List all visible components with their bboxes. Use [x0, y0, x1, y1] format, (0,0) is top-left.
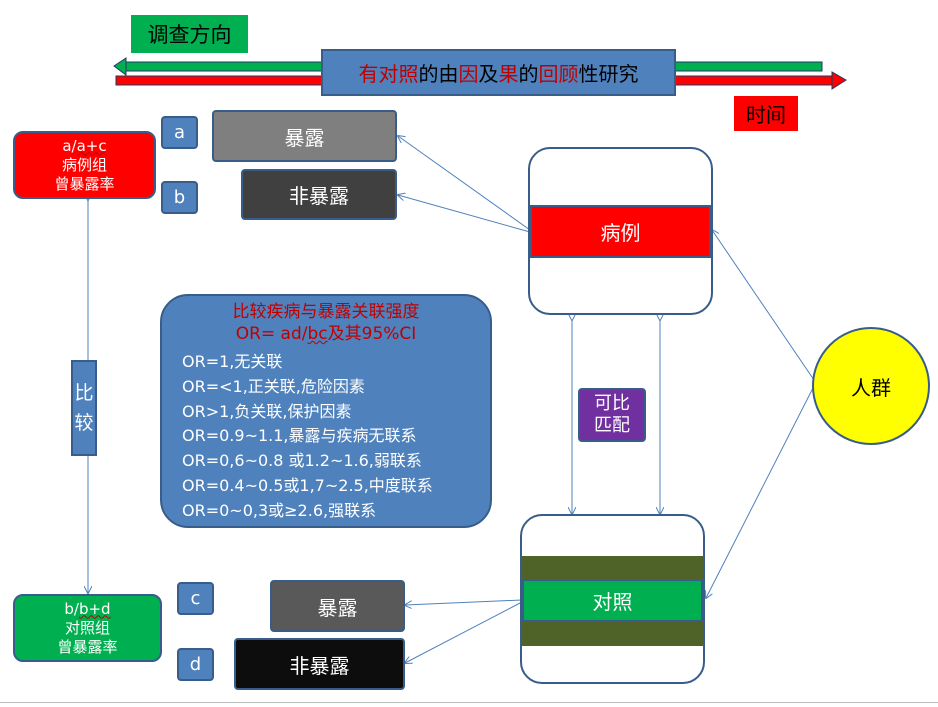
- or-formula-prefix: OR=: [235, 324, 281, 344]
- match-line-1: 可比: [594, 393, 630, 414]
- or-line: OR=0,6~0.8 或1.2~1.6,弱联系: [182, 451, 422, 471]
- title-part-de1: 的: [418, 62, 439, 86]
- time-label: 时间: [734, 96, 798, 131]
- title-part-you2: 由: [438, 62, 459, 86]
- cell-d-label: d: [177, 648, 214, 681]
- or-panel-heading: 比较疾病与暴露关联强度: [232, 302, 420, 322]
- case-exposed-box: 暴露: [212, 110, 397, 162]
- study-title: 有对照的由因及果的回顾性研究: [321, 49, 676, 96]
- title-part-you: 有: [358, 62, 379, 86]
- case-group-label: 病例组: [61, 155, 107, 174]
- match-line-2: 匹配: [594, 415, 630, 436]
- control-to-unexposed-line: [405, 601, 523, 663]
- or-interpretation-list: OR=1,无关联 OR=<1,正关联,危险因素 OR>1,负关联,保护因素 OR…: [182, 350, 433, 524]
- case-to-exposed-line: [398, 136, 531, 231]
- control-rate-formula: b+d: [78, 599, 111, 618]
- population-circle: 人群: [812, 327, 930, 445]
- title-part-guo: 果: [498, 62, 519, 86]
- control-band-bottom-stripe: [522, 622, 703, 646]
- case-exposure-rate-box: a/a+c 病例组 曾暴露率: [13, 131, 156, 199]
- or-formula-suffix: 及其95%CI: [327, 324, 417, 344]
- or-line: OR=0.4~0.5或1,7~2.5,中度联系: [182, 475, 433, 495]
- odds-ratio-panel: 比较疾病与暴露关联强度 OR= ad/bc及其95%CI OR=1,无关联 OR…: [160, 294, 492, 528]
- or-formula: OR= ad/bc及其95%CI: [162, 323, 490, 345]
- cell-c-label: c: [177, 582, 214, 615]
- control-exposed-box: 暴露: [270, 580, 405, 632]
- case-group-band: 病例: [530, 205, 711, 258]
- or-line: OR=1,无关联: [182, 352, 283, 371]
- compare-box: 比 较: [71, 360, 97, 456]
- title-part-xingyanjiu: 性研究: [578, 62, 639, 86]
- population-to-control-line: [706, 385, 815, 598]
- case-unexposed-box: 非暴露: [241, 169, 397, 220]
- or-panel-title: 比较疾病与暴露关联强度 OR= ad/bc及其95%CI: [162, 301, 490, 345]
- cell-a-label: a: [161, 116, 198, 149]
- or-formula-ad: ad/: [280, 324, 308, 344]
- bottom-divider: [0, 702, 938, 703]
- case-rate-formula: a+c: [76, 136, 107, 155]
- case-to-unexposed-line: [398, 195, 531, 233]
- title-part-ji: 及: [478, 62, 499, 86]
- title-part-yin: 因: [458, 62, 479, 86]
- control-exposure-rate-box: b/b+d 对照组 曾暴露率: [13, 594, 162, 662]
- or-line: OR=0.9~1.1,暴露与疾病无联系: [182, 426, 417, 446]
- or-line: OR=<1,正关联,危险因素: [182, 376, 365, 396]
- or-line: OR=0~0,3或≥2.6,强联系: [182, 500, 377, 520]
- title-part-huigu: 回顾: [538, 62, 579, 86]
- control-to-exposed-line: [405, 599, 523, 605]
- case-rate-formula-a: a/: [62, 136, 77, 155]
- compare-char-1: 比: [74, 382, 94, 404]
- control-unexposed-box: 非暴露: [234, 638, 405, 690]
- title-part-duizhao: 对照: [378, 62, 419, 86]
- control-group-label: 对照组: [64, 618, 110, 637]
- comparable-match-box: 可比 匹配: [578, 388, 646, 442]
- control-rate-formula-b: b/: [64, 599, 79, 618]
- control-band-top-stripe: [522, 556, 703, 580]
- title-part-de2: 的: [518, 62, 539, 86]
- cell-b-label: b: [161, 181, 198, 214]
- control-rate-label: 曾暴露率: [57, 637, 118, 656]
- or-formula-bc: bc: [307, 324, 328, 344]
- case-rate-label: 曾暴露率: [54, 174, 115, 193]
- compare-char-2: 较: [74, 412, 94, 434]
- population-to-case-line: [712, 230, 815, 381]
- or-line: OR>1,负关联,保护因素: [182, 401, 352, 421]
- control-group-band: 对照: [522, 579, 703, 622]
- survey-direction-label: 调查方向: [131, 15, 248, 53]
